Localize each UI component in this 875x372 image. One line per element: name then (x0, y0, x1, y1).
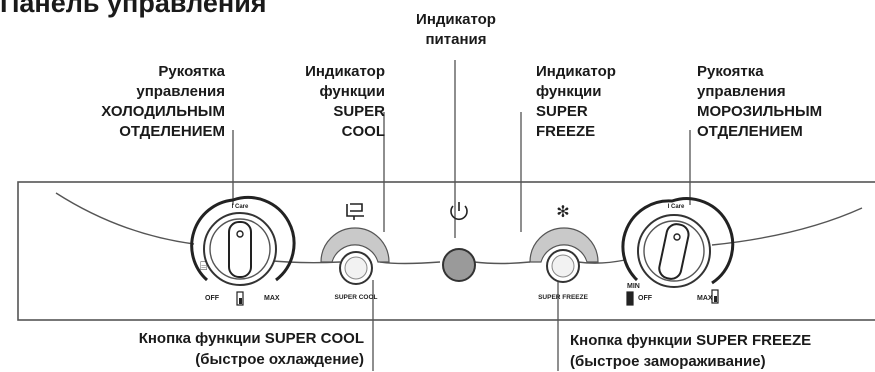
super-freeze-button-label: Кнопка функции SUPER FREEZE (быстрое зам… (570, 332, 812, 370)
super-freeze-unit: SUPER FREEZE ✻ (529, 202, 599, 301)
left-dial-top-label: I Care (232, 204, 249, 210)
fridge-icon: ⌸ (200, 259, 207, 273)
power-indicator-label: Индикатор питания (416, 11, 496, 48)
fridge-control-knob: I Care OFF MAX ⌸ (190, 195, 296, 306)
super-cool-icon (346, 203, 364, 220)
right-dial-off-label: OFF (638, 295, 653, 302)
panel-left-curve (55, 192, 195, 245)
right-dial-top-label: I Care (668, 204, 685, 210)
power-indicator-light (442, 248, 476, 282)
right-dial-min-label: MIN (627, 283, 640, 290)
left-dial-max-label: MAX (264, 295, 280, 302)
freezer-off-gauge (626, 291, 634, 306)
panel-right-curve (711, 207, 863, 246)
left-dial-off-label: OFF (205, 295, 220, 302)
right-dial-max-label: MAX (697, 295, 713, 302)
freezer-control-knob: I Care MIN OFF MAX (621, 197, 735, 306)
fridge-knob-label: Рукоятка управления ХОЛОДИЛЬНЫМ ОТДЕЛЕНИ… (101, 63, 225, 140)
panel-curve-4 (577, 259, 626, 264)
super-cool-unit: SUPER COOL (320, 203, 390, 301)
super-cool-indicator-label: Индикатор функции SUPER COOL (305, 63, 385, 140)
super-cool-button-label: Кнопка функции SUPER COOL (быстрое охлаж… (138, 330, 364, 368)
page-title: Панель управления (0, 0, 267, 18)
panel-curve-3 (473, 261, 531, 265)
super-freeze-indicator-label: Индикатор функции SUPER FREEZE (536, 63, 616, 140)
panel-frame (17, 181, 875, 321)
snowflake-icon: ✻ (556, 202, 569, 221)
power-unit (442, 202, 476, 282)
super-cool-indicator-light (320, 227, 390, 263)
super-freeze-indicator-light (529, 227, 599, 263)
freezer-knob-label: Рукоятка управления МОРОЗИЛЬНЫМ ОТДЕЛЕНИ… (697, 63, 823, 140)
super-cool-panel-label: SUPER COOL (335, 294, 378, 301)
super-freeze-panel-label: SUPER FREEZE (538, 294, 589, 301)
leader-lines (232, 60, 691, 371)
power-icon (450, 202, 468, 221)
